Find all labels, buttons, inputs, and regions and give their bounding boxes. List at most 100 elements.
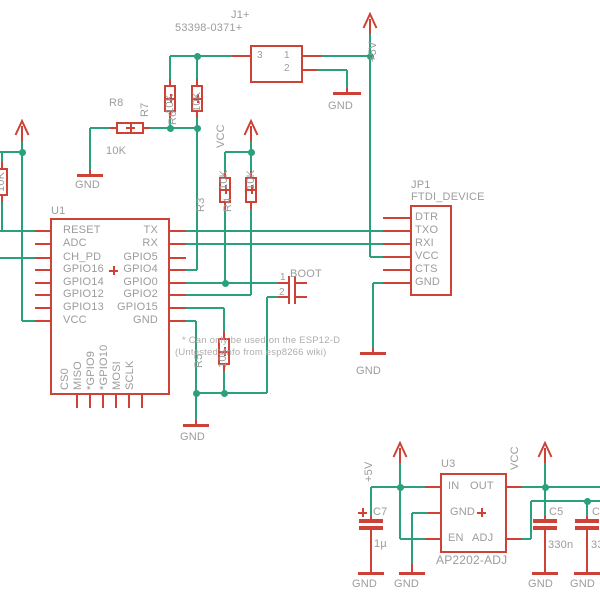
wire <box>186 230 383 232</box>
pin <box>170 282 186 284</box>
gnd-label: GND <box>356 365 382 377</box>
wire <box>225 151 251 153</box>
wire <box>586 501 588 516</box>
u1-pin-label: RX <box>142 237 158 249</box>
wire <box>522 486 600 488</box>
pin <box>170 320 186 322</box>
pin <box>586 516 588 520</box>
origin-cross <box>221 185 230 194</box>
pin <box>303 69 317 71</box>
u3-part-number: AP2202-ADJ <box>436 553 508 567</box>
c7-name: C7 <box>373 506 388 518</box>
vcc-label: VCC <box>215 124 227 148</box>
jp1-pin-label: DTR <box>415 211 439 223</box>
plus5v-arrow-icon <box>392 441 408 463</box>
vcc-arrow-icon <box>243 119 259 141</box>
r6-name: R6 <box>167 110 179 125</box>
polarity-plus-icon <box>358 508 367 517</box>
u1-pin-label: GPIO12 <box>63 288 104 300</box>
r7-body <box>164 85 176 112</box>
origin-cross <box>193 94 202 103</box>
junction-dot <box>584 498 591 505</box>
c7-value: 1µ <box>374 538 387 550</box>
pin <box>89 395 91 408</box>
gnd-symbol <box>77 174 103 177</box>
wire <box>266 297 268 393</box>
boot-switch-contact <box>296 296 307 298</box>
wire <box>186 282 278 284</box>
j1-pin1-label: 1 <box>284 50 290 61</box>
wire <box>250 209 252 295</box>
c5-plate <box>533 519 557 523</box>
pin <box>35 294 50 296</box>
pin <box>196 112 198 118</box>
wire <box>369 32 371 56</box>
u1-name: U1 <box>51 205 66 217</box>
u1-pin-label: MISO <box>72 361 84 390</box>
u3-pin-label: EN <box>448 532 464 544</box>
wire <box>196 118 198 128</box>
u3-name: U3 <box>441 458 456 470</box>
u1-pin-label: VCC <box>63 314 87 326</box>
pin <box>35 269 50 271</box>
boot-switch-contact <box>296 282 307 284</box>
boot-pin1-label: 1 <box>280 272 286 283</box>
jp1-pin-label: CTS <box>415 263 438 275</box>
r6-body <box>191 85 203 112</box>
r8-value: 10K <box>106 145 127 157</box>
pin <box>224 171 226 177</box>
gnd-symbol <box>195 420 197 425</box>
pin <box>370 530 372 573</box>
wire <box>186 307 224 309</box>
resistor-body <box>0 168 8 196</box>
junction-dot <box>194 125 201 132</box>
r3-name: R3 <box>195 197 207 212</box>
c6-value: 330n <box>591 539 600 551</box>
gnd-symbol <box>399 572 425 575</box>
pin <box>169 79 171 85</box>
u1-body <box>50 218 170 395</box>
pin <box>144 127 150 129</box>
j1-pin2-label: 2 <box>284 63 290 74</box>
pin <box>544 516 546 520</box>
wire <box>373 282 383 284</box>
wire <box>195 321 197 420</box>
pin <box>544 530 546 573</box>
plus5v-label: +5V <box>363 461 375 482</box>
pin <box>383 256 410 258</box>
pin <box>102 395 104 408</box>
pin <box>507 538 522 540</box>
pin <box>35 257 50 259</box>
gnd-label: GND <box>328 100 354 112</box>
pin <box>170 243 186 245</box>
pin <box>411 564 413 573</box>
wire <box>544 462 546 487</box>
pin <box>425 486 440 488</box>
wire <box>399 462 401 487</box>
r7-name: R7 <box>139 102 151 117</box>
pin <box>223 365 225 371</box>
wire <box>372 283 374 348</box>
r8-name: R8 <box>109 97 124 109</box>
u1-pin-label: GPIO14 <box>63 276 104 288</box>
u1-pin-label: GPIO13 <box>63 301 104 313</box>
gnd-label: GND <box>570 578 596 590</box>
c6-plate <box>575 526 599 530</box>
u3-pin-label: ADJ <box>472 532 494 544</box>
wire <box>1 152 3 162</box>
wire <box>186 269 197 271</box>
pin <box>128 395 130 408</box>
u1-pin-label: *GPIO9 <box>85 350 97 390</box>
c5-value: 330n <box>548 539 574 551</box>
pin <box>115 395 117 408</box>
boot-pin2-label: 2 <box>279 287 285 298</box>
pin <box>169 112 171 118</box>
wire <box>224 209 226 283</box>
gnd-label: GND <box>75 179 101 191</box>
pin <box>303 55 321 57</box>
wire <box>412 512 428 514</box>
wire <box>267 296 278 298</box>
gnd-symbol <box>89 170 91 175</box>
c7-plate <box>359 526 383 530</box>
pin <box>383 243 410 245</box>
